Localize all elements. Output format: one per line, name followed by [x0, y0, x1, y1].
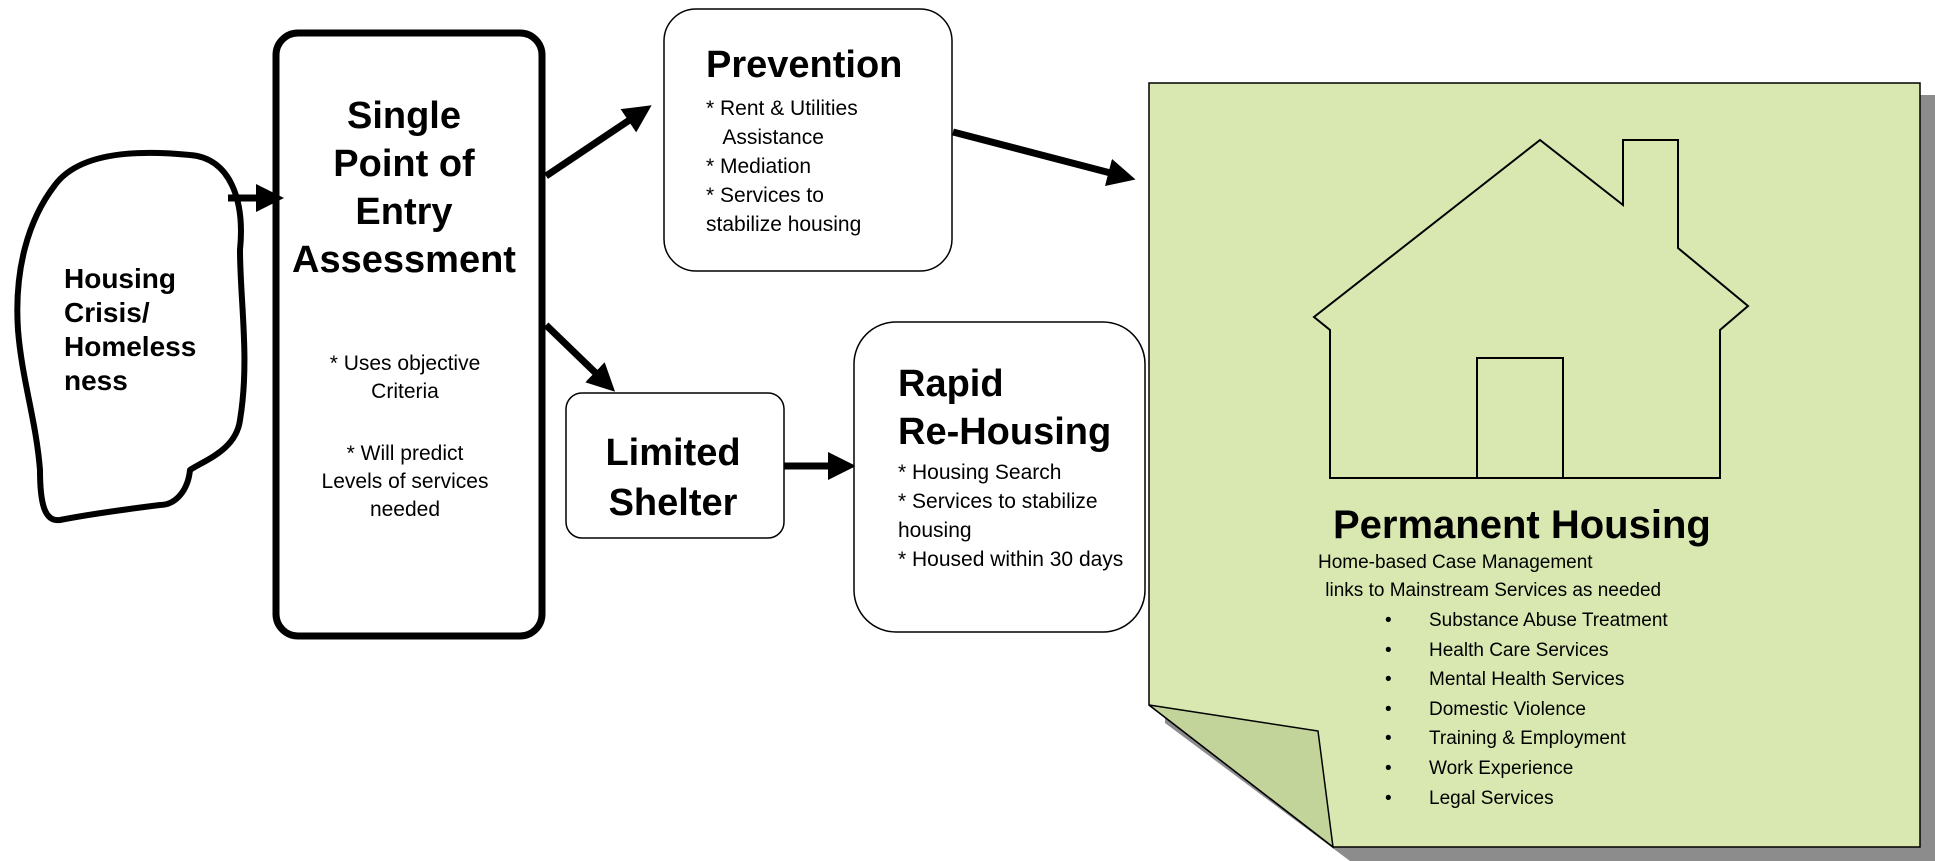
house-door-icon: [1476, 357, 1564, 479]
limited-shelter-title: Limited Shelter: [605, 432, 741, 524]
prevention-item: Assistance: [706, 126, 824, 149]
entry-bullet-objective-criteria: * Uses objective Criteria: [329, 352, 481, 403]
single-point-of-entry-box: [272, 29, 546, 640]
note-sheet: [1148, 82, 1921, 848]
arrow-prevention-to-permanent: [952, 128, 1136, 187]
rapid-rehousing-title: Rapid Re-Housing: [898, 363, 1112, 453]
prevention-item: stabilize housing: [706, 213, 862, 236]
permanent-housing-subtitle: Home-based Case Management: [1318, 552, 1593, 573]
service-list-item: Domestic Violence: [1385, 695, 1668, 725]
prevention-item: * Services to: [706, 184, 824, 207]
limited-shelter-box: [565, 392, 785, 539]
prevention-item: * Rent & Utilities: [706, 97, 858, 120]
prevention-box: [663, 8, 953, 272]
permanent-housing-title: Permanent Housing: [1333, 503, 1711, 547]
rapid-rehousing-box: [853, 321, 1146, 633]
rapid-rehousing-item: housing: [898, 519, 972, 542]
service-list-item: Work Experience: [1385, 754, 1668, 784]
arrow-entry-to-prevention: [544, 105, 652, 179]
service-list-item: Legal Services: [1385, 784, 1668, 814]
rapid-rehousing-item: * Housed within 30 days: [898, 548, 1124, 571]
housing-crisis-label: Housing Crisis/ Homeless ness: [64, 263, 197, 396]
note-fold: [1148, 704, 1334, 849]
service-list-item: Training & Employment: [1385, 724, 1668, 754]
single-point-of-entry-title: Single Point of Entry Assessment: [292, 95, 516, 281]
entry-bullet-predict-levels: * Will predict Levels of services needed: [321, 442, 489, 521]
prevention-list: * Rent & Utilities Assistance * Mediatio…: [706, 94, 946, 239]
rapid-rehousing-item: * Services to stabilize: [898, 490, 1098, 513]
mainstream-services-list: Substance Abuse Treatment Health Care Se…: [1385, 606, 1668, 813]
service-list-item: Health Care Services: [1385, 636, 1668, 666]
service-list-item: Mental Health Services: [1385, 665, 1668, 695]
prevention-title: Prevention: [706, 44, 903, 86]
permanent-housing-subtitle: links to Mainstream Services as needed: [1320, 580, 1662, 601]
arrow-entry-to-shelter: [543, 322, 616, 392]
prevention-item: * Mediation: [706, 155, 812, 178]
housing-crisis-blob: [14, 149, 248, 524]
service-list-item: Substance Abuse Treatment: [1385, 606, 1668, 636]
house-outline-icon: [1312, 138, 1750, 479]
rapid-rehousing-list: * Housing Search * Services to stabilize…: [898, 458, 1148, 574]
rapid-rehousing-item: * Housing Search: [898, 461, 1062, 484]
permanent-housing-note: [1148, 82, 1935, 861]
